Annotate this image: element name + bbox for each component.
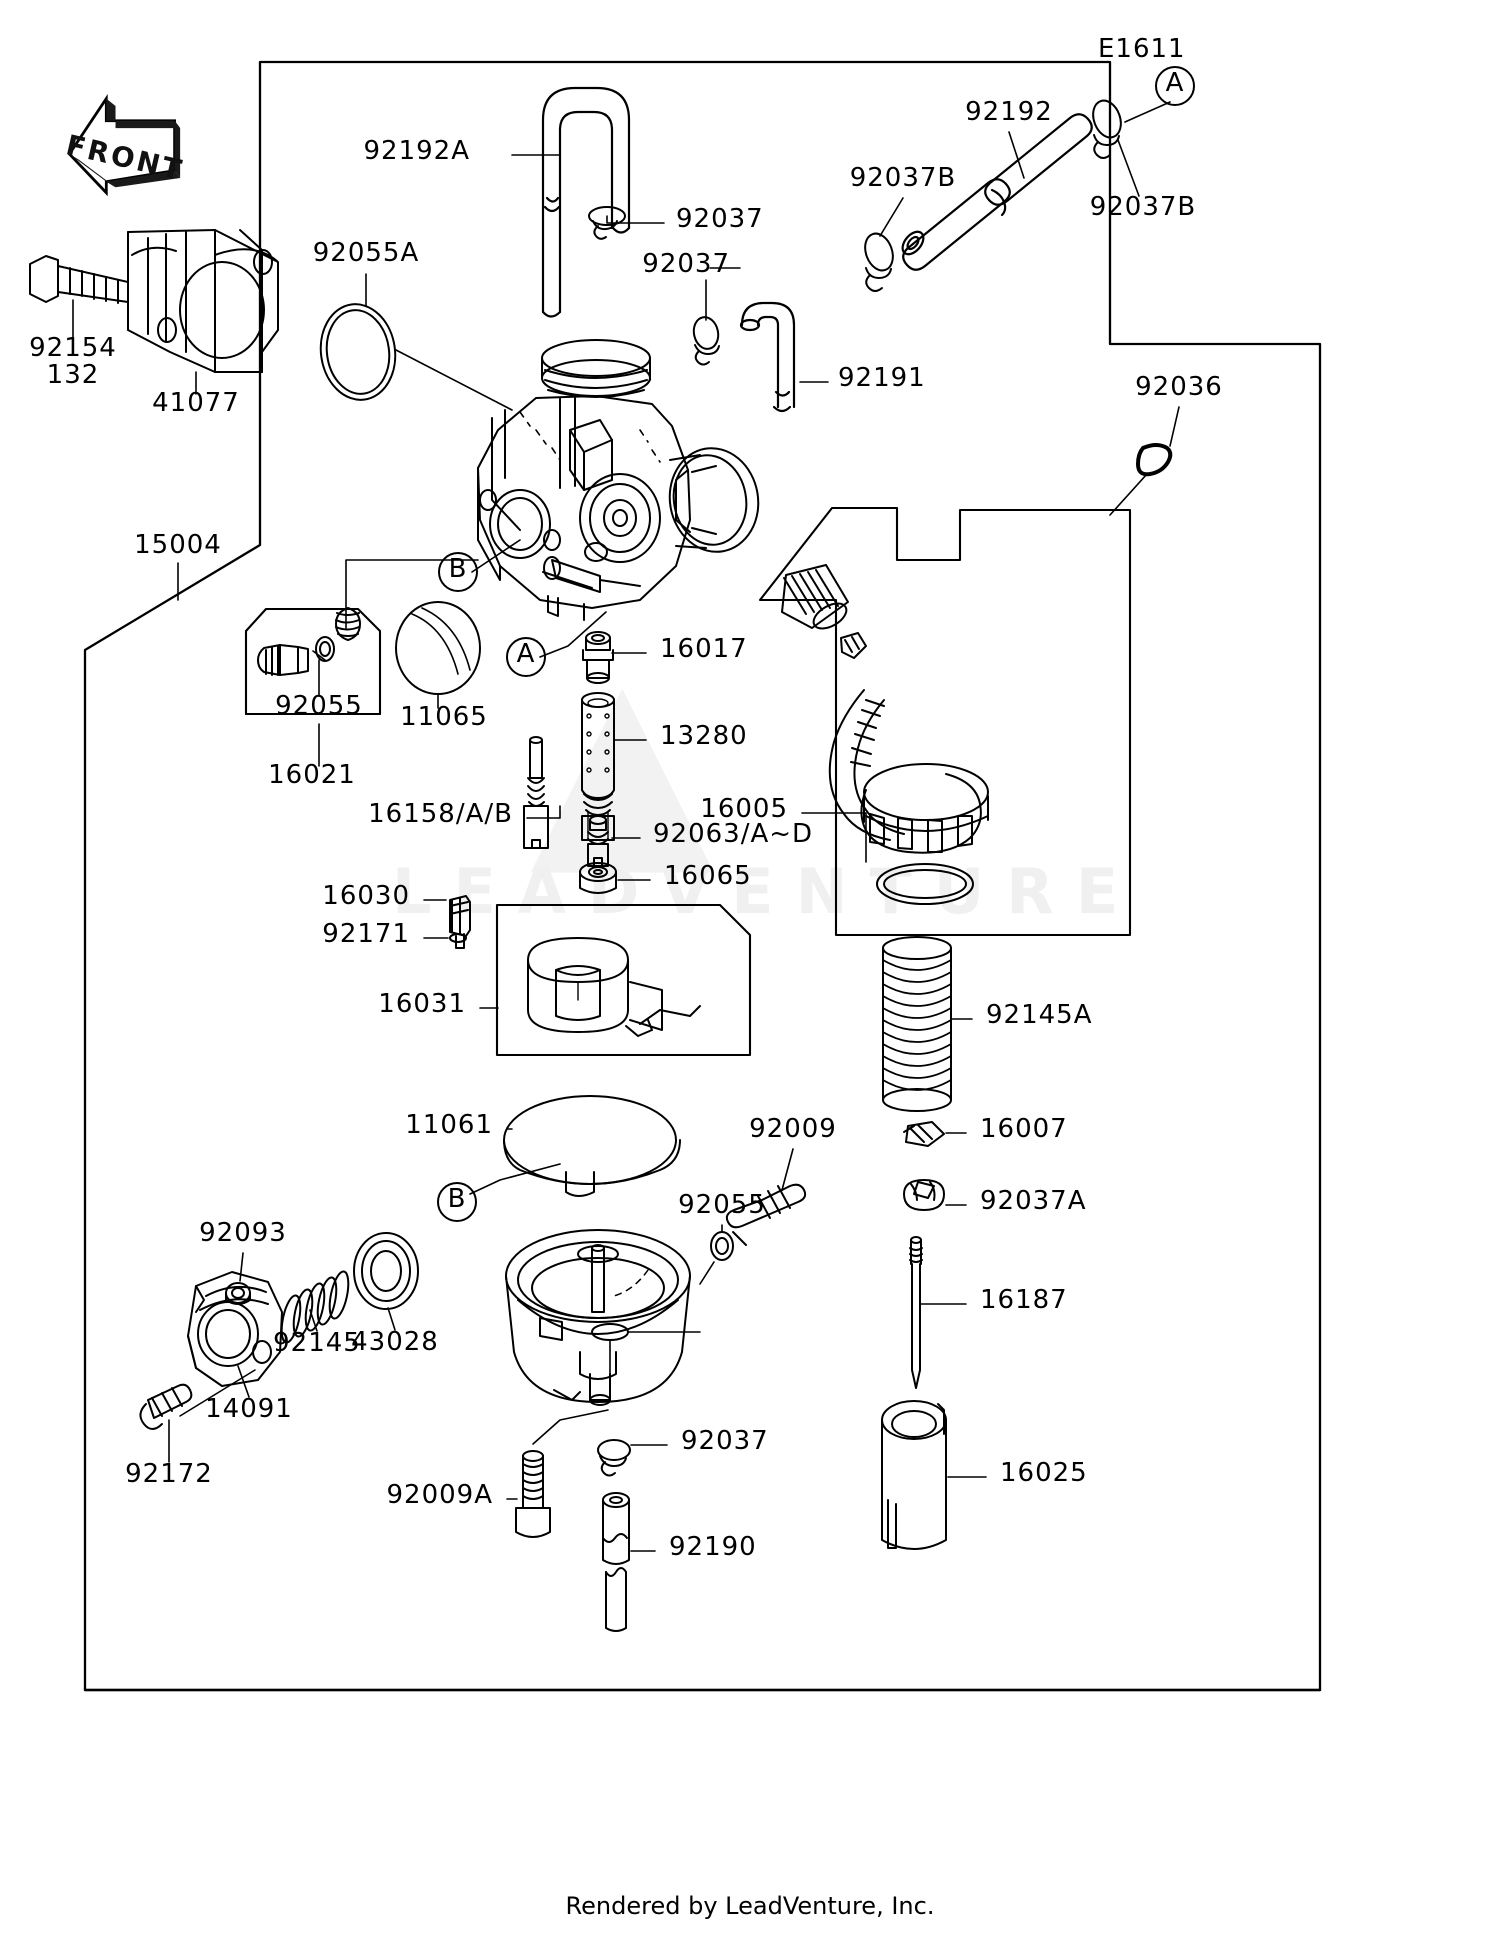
callout-16031[interactable]: 16031 xyxy=(378,989,466,1019)
callout-part-number: 16021 xyxy=(268,760,356,790)
callout-14091[interactable]: 14091 xyxy=(205,1394,293,1424)
callout-92037A[interactable]: 92037A xyxy=(980,1186,1087,1216)
callout-part-number: 92191 xyxy=(838,363,926,393)
callout-part-number: 92172 xyxy=(125,1459,213,1489)
callout-part-number: 16025 xyxy=(1000,1458,1088,1488)
callout-part-number: 92145 xyxy=(273,1328,361,1358)
callout-part-number: 16030 xyxy=(322,881,410,911)
callout-92037B_left[interactable]: 92037B xyxy=(849,163,957,193)
callout-part-number: 92037 xyxy=(676,204,764,234)
callout-92037_b[interactable]: 92037 xyxy=(642,249,730,279)
callout-92055_box[interactable]: 92055 xyxy=(275,691,363,721)
leadventure-logo-watermark: ▲ xyxy=(530,620,715,900)
callout-part-number: 92037 xyxy=(642,249,730,279)
callout-92192[interactable]: 92192 xyxy=(965,97,1053,127)
callout-part-number: 92009 xyxy=(749,1114,837,1144)
callout-part-number: 92192 xyxy=(965,97,1053,127)
callout-part-number: 92009A xyxy=(386,1480,493,1510)
callout-part-number: 92037A xyxy=(980,1186,1087,1216)
circle-ref-a-2: A xyxy=(516,639,536,669)
callout-16025[interactable]: 16025 xyxy=(1000,1458,1088,1488)
callout-92192A[interactable]: 92192A xyxy=(363,136,471,166)
callout-43028[interactable]: 43028 xyxy=(351,1327,439,1357)
callout-92055_float[interactable]: 92055 xyxy=(678,1190,766,1220)
callout-part-number: 11061 xyxy=(405,1110,493,1140)
callout-part-number: 92037B xyxy=(849,163,957,193)
callout-part-number: 92055A xyxy=(312,238,420,268)
circle-ref-a-0: A xyxy=(1165,68,1185,98)
callout-part-number: 41077 xyxy=(152,388,240,418)
callout-92093[interactable]: 92093 xyxy=(199,1218,287,1248)
callout-41077[interactable]: 41077 xyxy=(152,388,240,418)
diagram-id: E1611 xyxy=(1098,34,1186,64)
callout-part-number: 43028 xyxy=(351,1327,439,1357)
callout-part-number: 92036 xyxy=(1135,372,1223,402)
callout-92191[interactable]: 92191 xyxy=(838,363,926,393)
callout-92145A[interactable]: 92145A xyxy=(986,1000,1093,1030)
callout-16187[interactable]: 16187 xyxy=(980,1285,1068,1315)
callout-13280[interactable]: 13280 xyxy=(660,721,748,751)
callout-16017[interactable]: 16017 xyxy=(660,634,748,664)
callout-part-number: 92190 xyxy=(669,1532,757,1562)
callout-16158_A_B[interactable]: 16158/A/B xyxy=(368,799,513,829)
callout-part-number: 92154 xyxy=(29,333,117,363)
callout-16065[interactable]: 16065 xyxy=(664,861,752,891)
callout-part-number: 16031 xyxy=(378,989,466,1019)
front-direction-arrow: FRONT xyxy=(62,82,187,197)
callout-92009[interactable]: 92009 xyxy=(749,1114,837,1144)
callout-92037B_right[interactable]: 92037B xyxy=(1089,192,1197,222)
callout-92036[interactable]: 92036 xyxy=(1135,372,1223,402)
callout-92063_A_D[interactable]: 92063/A~D xyxy=(653,819,814,849)
callout-part-number: 92171 xyxy=(322,919,410,949)
callout-part-number: 16007 xyxy=(980,1114,1068,1144)
callout-part-number: 92145A xyxy=(986,1000,1093,1030)
callout-part-number: 92037B xyxy=(1089,192,1197,222)
callout-part-number: 15004 xyxy=(134,530,222,560)
callout-part-number: 16005 xyxy=(700,794,788,824)
callout-part-number: 11065 xyxy=(400,702,488,732)
callout-part-number: 92055 xyxy=(678,1190,766,1220)
callout-16030[interactable]: 16030 xyxy=(322,881,410,911)
callout-part-number: 14091 xyxy=(205,1394,293,1424)
callout-part-number: 16065 xyxy=(664,861,752,891)
callout-16021[interactable]: 16021 xyxy=(268,760,356,790)
callout-92037_float[interactable]: 92037 xyxy=(681,1426,769,1456)
circle-ref-b-3: B xyxy=(447,1184,467,1214)
callout-16007[interactable]: 16007 xyxy=(980,1114,1068,1144)
callout-11061[interactable]: 11061 xyxy=(405,1110,493,1140)
callout-part-number: 16187 xyxy=(980,1285,1068,1315)
callout-92190[interactable]: 92190 xyxy=(669,1532,757,1562)
callout-92172[interactable]: 92172 xyxy=(125,1459,213,1489)
callout-part-number: 16017 xyxy=(660,634,748,664)
circle-ref-b-1: B xyxy=(448,554,468,584)
render-credit: Rendered by LeadVenture, Inc. xyxy=(565,1892,935,1920)
callout-part-number: 92063/A~D xyxy=(653,819,814,849)
callout-part-number: 13280 xyxy=(660,721,748,751)
callout-15004[interactable]: 15004 xyxy=(134,530,222,560)
callout-11065[interactable]: 11065 xyxy=(400,702,488,732)
callout-92171[interactable]: 92171 xyxy=(322,919,410,949)
callout-part-number: 92055 xyxy=(275,691,363,721)
callout-92145[interactable]: 92145 xyxy=(273,1328,361,1358)
callout-part-number: 16158/A/B xyxy=(368,799,513,829)
callout-part-number: 92192A xyxy=(363,136,470,166)
callout-16005[interactable]: 16005 xyxy=(700,794,788,824)
callout-part-number: 92093 xyxy=(199,1218,287,1248)
callout-part-number-secondary: 132 xyxy=(46,360,100,391)
callout-92009A[interactable]: 92009A xyxy=(386,1480,494,1510)
callout-92037_a[interactable]: 92037 xyxy=(676,204,764,234)
watermark-text: LEADVENTURE xyxy=(392,855,1141,928)
callout-92055A[interactable]: 92055A xyxy=(312,238,420,268)
callout-part-number: 92037 xyxy=(681,1426,769,1456)
